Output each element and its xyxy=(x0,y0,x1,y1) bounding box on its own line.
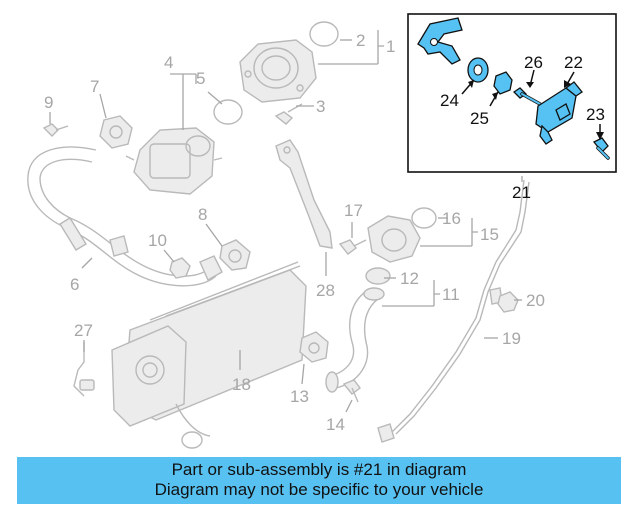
part-6-egr-pipe xyxy=(27,146,223,287)
label-5[interactable]: 5 xyxy=(196,69,205,88)
part-13-gasket xyxy=(299,331,329,363)
label-18[interactable]: 18 xyxy=(232,375,251,394)
part-19-tube xyxy=(377,179,530,443)
label-4[interactable]: 4 xyxy=(164,53,173,72)
label-26[interactable]: 26 xyxy=(524,53,543,72)
label-11[interactable]: 11 xyxy=(442,285,460,304)
part-4-egr-valve xyxy=(125,127,223,195)
part-26-bolt[interactable] xyxy=(512,87,542,106)
label-6[interactable]: 6 xyxy=(70,275,79,294)
part-23-bolt[interactable] xyxy=(592,137,610,160)
label-10[interactable]: 10 xyxy=(148,231,167,250)
label-12[interactable]: 12 xyxy=(400,269,419,288)
part-14-bolt xyxy=(342,379,361,403)
label-19[interactable]: 19 xyxy=(502,329,521,348)
part-10-nut xyxy=(169,257,191,279)
label-2[interactable]: 2 xyxy=(356,31,365,50)
part-9-bolt xyxy=(42,123,69,137)
label-14[interactable]: 14 xyxy=(326,415,345,434)
part-17-bolt xyxy=(338,239,367,255)
part-24-grommet[interactable] xyxy=(467,57,489,83)
part-3-bolt xyxy=(274,103,303,125)
label-16[interactable]: 16 xyxy=(442,209,461,228)
dark-leaders xyxy=(461,69,604,140)
part-11-hose xyxy=(325,287,385,393)
label-28[interactable]: 28 xyxy=(316,281,335,300)
part-25-bushing[interactable] xyxy=(493,71,513,95)
label-1[interactable]: 1 xyxy=(386,37,395,56)
label-20[interactable]: 20 xyxy=(526,291,545,310)
label-21[interactable]: 21 xyxy=(512,183,531,202)
parts-diagram: 1 2 3 4 5 6 7 8 9 10 11 12 13 14 15 16 1… xyxy=(27,13,617,449)
part-7-gasket xyxy=(99,115,133,149)
label-27[interactable]: 27 xyxy=(74,321,93,340)
part-1-egr-valve-housing xyxy=(239,39,317,103)
label-24[interactable]: 24 xyxy=(440,91,459,110)
banner-line-2: Diagram may not be specific to your vehi… xyxy=(154,480,484,499)
part-16-gasket xyxy=(411,207,437,229)
label-7[interactable]: 7 xyxy=(90,77,99,96)
part-15-water-outlet xyxy=(367,215,421,263)
label-15[interactable]: 15 xyxy=(480,225,499,244)
part-27-sensor xyxy=(73,342,95,397)
part-18-egr-cooler xyxy=(111,261,307,449)
part-5-gasket xyxy=(213,99,243,125)
part-2-gasket xyxy=(309,21,339,47)
part-20-nut xyxy=(497,291,519,313)
label-9[interactable]: 9 xyxy=(44,93,53,112)
label-25[interactable]: 25 xyxy=(470,109,489,128)
banner-line-1: Part or sub-assembly is #21 in diagram xyxy=(171,460,467,479)
part-8-gasket xyxy=(219,239,251,271)
label-8[interactable]: 8 xyxy=(198,205,207,224)
label-22[interactable]: 22 xyxy=(564,53,583,72)
part-28-bracket xyxy=(275,139,333,249)
grey-leaders xyxy=(49,30,523,413)
label-13[interactable]: 13 xyxy=(290,387,309,406)
label-23[interactable]: 23 xyxy=(586,105,605,124)
part-12-clamp xyxy=(365,267,391,285)
labels: 1 2 3 4 5 6 7 8 9 10 11 12 13 14 15 16 1… xyxy=(44,31,605,434)
label-3[interactable]: 3 xyxy=(316,97,325,116)
label-17[interactable]: 17 xyxy=(344,201,363,220)
part-22-pressure-sensor[interactable] xyxy=(535,81,583,145)
info-banner: Part or sub-assembly is #21 in diagram D… xyxy=(17,457,621,504)
part-bracket-highlight[interactable] xyxy=(417,17,463,65)
